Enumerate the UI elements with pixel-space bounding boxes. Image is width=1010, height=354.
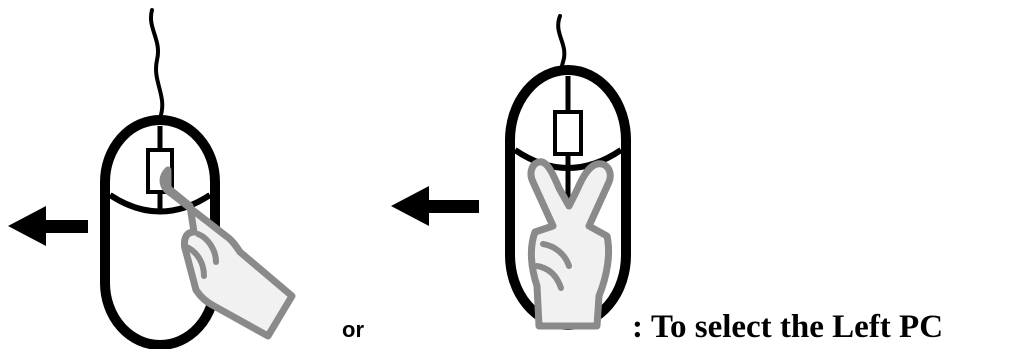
caption-text: To select the Left PC — [651, 309, 943, 345]
mouse-figure-two-fingers — [385, 0, 655, 349]
left-arrow-icon — [391, 186, 479, 226]
or-separator: or — [342, 318, 364, 342]
caption-select-left-pc: :To select the Left PC — [632, 309, 943, 345]
mouse-figure-single-finger — [0, 0, 310, 349]
left-arrow-icon — [8, 206, 88, 246]
scroll-wheel — [555, 112, 581, 154]
caption-colon: : — [632, 309, 643, 345]
